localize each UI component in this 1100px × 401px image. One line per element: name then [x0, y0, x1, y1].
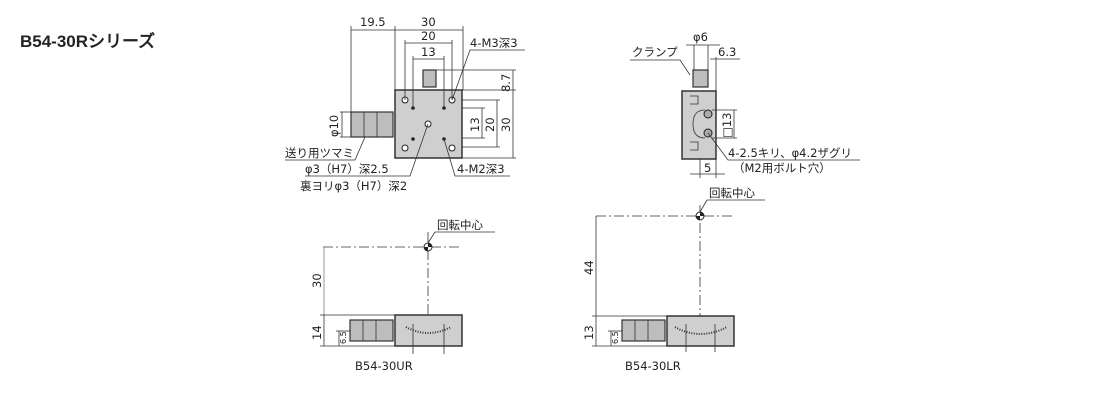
view-ur: 回転中心 30 14 6.5 B54-30UR [310, 218, 495, 373]
dim-30-ur: 30 [310, 273, 324, 288]
side-body [681, 90, 717, 160]
label-m3: 4-M3深3 [470, 36, 518, 50]
dim-30: 30 [421, 15, 436, 29]
dim-13-lr: 13 [582, 325, 596, 340]
label-pin: φ3（H7）深2.5 [305, 162, 389, 176]
dim-6-3: 6.3 [718, 45, 736, 59]
dim-phi10: φ10 [327, 115, 341, 137]
dim-v20: 20 [483, 117, 497, 132]
label-feed-knob: 送り用ツマミ [285, 146, 354, 160]
label-pin-back: 裏ヨリφ3（H7）深2 [300, 179, 407, 193]
dim-phi6: φ6 [693, 30, 708, 44]
dim-14-ur: 14 [310, 325, 324, 340]
dim-8-7: 8.7 [499, 74, 513, 92]
dim-20: 20 [421, 29, 436, 43]
top-view: 19.5 30 20 13 8.7 30 20 13 φ10 4-M3深3 送り… [285, 15, 525, 193]
model-ur: B54-30UR [355, 359, 413, 373]
label-holes: 4-2.5キリ、φ4.2ザグリ [728, 146, 852, 160]
dim-6-5-ur: 6.5 [339, 331, 348, 344]
side-clamp [692, 69, 709, 88]
dim-44-lr: 44 [582, 260, 596, 275]
dim-13: 13 [421, 45, 436, 59]
label-rotation-center-ur: 回転中心 [437, 218, 483, 232]
side-view: φ6 6.3 クランプ □13 5 4-2.5キリ、φ4.2ザグリ （M2用ボル… [630, 30, 860, 178]
feed-knob [350, 111, 394, 138]
label-clamp: クランプ [632, 45, 678, 59]
series-title: B54-30Rシリーズ [20, 32, 156, 51]
model-lr: B54-30LR [625, 359, 681, 373]
dim-v13: 13 [468, 117, 482, 132]
dim-5: 5 [704, 161, 711, 175]
clamp [422, 69, 437, 88]
dim-v30: 30 [499, 117, 513, 132]
dim-19-5: 19.5 [360, 15, 386, 29]
dim-square13: □13 [720, 113, 734, 139]
dim-6-5-lr: 6.5 [611, 331, 620, 344]
label-holes-note: （M2用ボルト穴） [733, 161, 831, 175]
view-lr: 回転中心 44 13 6.5 B54-30LR [582, 186, 765, 373]
label-rotation-center-lr: 回転中心 [709, 186, 755, 200]
label-m2: 4-M2深3 [457, 162, 505, 176]
